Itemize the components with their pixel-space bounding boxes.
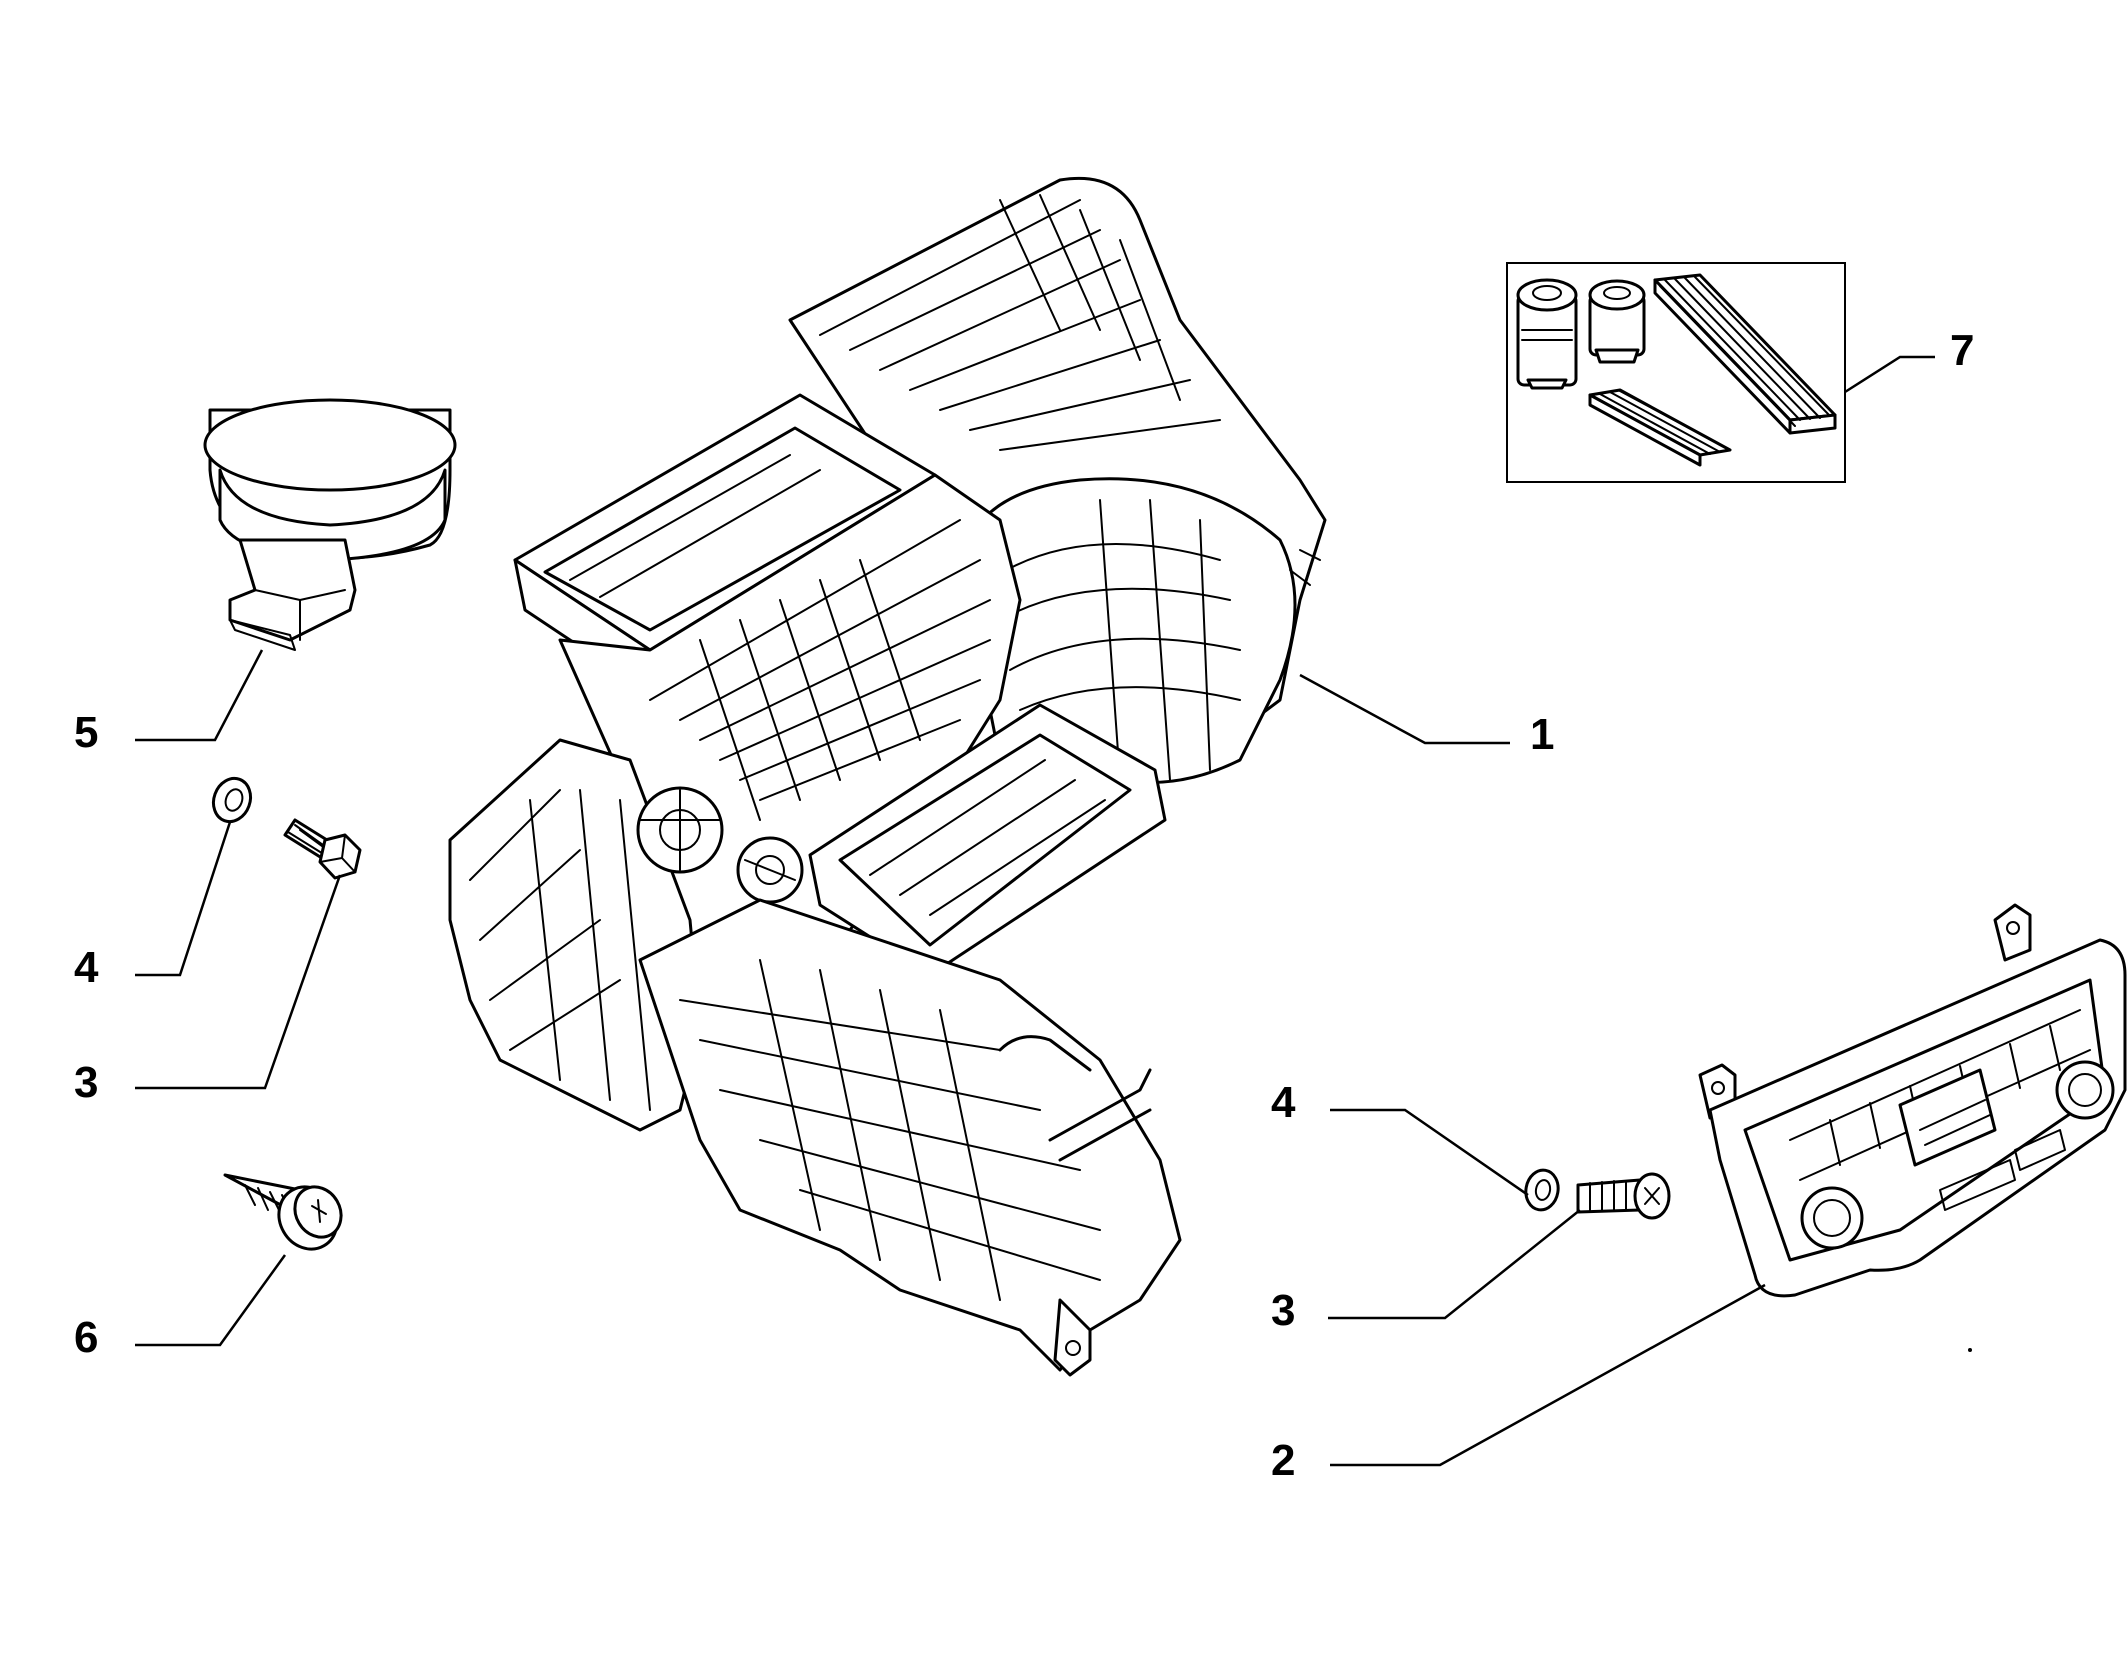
- leader-5: [135, 649, 264, 742]
- callout-1: 1: [1530, 710, 1554, 759]
- heater-unit-part: [448, 176, 1327, 1377]
- callout-6: 6: [74, 1313, 98, 1362]
- bolt-left-part: [283, 818, 362, 880]
- cabin-filter-illustration: [1588, 388, 1732, 467]
- leader-7: [1844, 355, 1935, 394]
- callout-2: 2: [1271, 1436, 1295, 1485]
- leader-6: [135, 1254, 287, 1347]
- oil-filter-2-illustration: [1588, 279, 1646, 364]
- leader-lines: [135, 355, 1935, 1467]
- air-filter-panel-illustration: [1653, 273, 1837, 435]
- screw-part: [223, 1173, 343, 1251]
- callout-4-right: 4: [1271, 1078, 1296, 1127]
- leader-4-right: [1330, 1108, 1529, 1197]
- callout-7: 7: [1950, 326, 1974, 375]
- climate-panel-part: [1698, 903, 2127, 1298]
- leader-3-right: [1328, 1209, 1581, 1320]
- filter-kit-inset: [1506, 262, 1846, 483]
- leader-2: [1330, 1283, 1766, 1467]
- washer-left-part: [211, 776, 253, 824]
- stray-dot: [1968, 1348, 1972, 1352]
- callout-3-left: 3: [74, 1058, 98, 1107]
- bolt-right-part: [1576, 1172, 1671, 1220]
- callout-3-right: 3: [1271, 1286, 1295, 1335]
- oil-filter-1-illustration: [1516, 278, 1578, 390]
- leader-4-left: [135, 821, 232, 977]
- callout-labels: 1 2 3 3 4 4 5 6 7: [74, 326, 1974, 1485]
- callout-5: 5: [74, 708, 98, 757]
- washer-right-part: [1524, 1168, 1560, 1212]
- leader-3-left: [135, 874, 342, 1090]
- leader-1: [1299, 673, 1510, 745]
- blower-cap-part: [203, 398, 457, 651]
- callout-4-left: 4: [74, 943, 99, 992]
